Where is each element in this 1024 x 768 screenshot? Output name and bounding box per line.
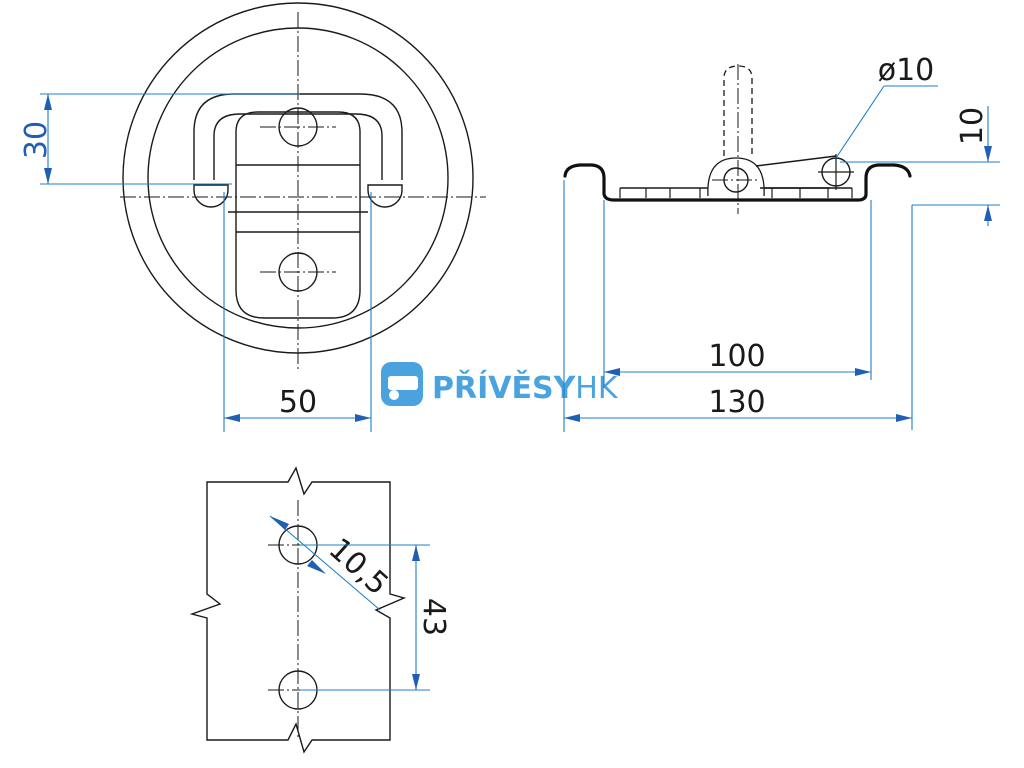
arrowhead — [224, 414, 240, 422]
dimension-label-10: 10 — [955, 107, 990, 145]
arrowhead — [896, 414, 912, 422]
bracket-plate — [235, 111, 361, 319]
d-ring-eye-left — [193, 184, 229, 208]
dimension-43: 43 — [300, 544, 451, 691]
arrowhead — [355, 414, 371, 422]
arrowhead — [270, 516, 289, 530]
panel-section-outline — [189, 466, 407, 754]
dimension-label-50: 50 — [279, 385, 317, 420]
trailer-icon-body — [388, 376, 418, 390]
logo-text: PŘÍVĚSYHK — [432, 370, 619, 406]
arrowhead — [412, 674, 420, 690]
arrowhead — [855, 368, 871, 376]
dimension-10: 10 — [840, 106, 1000, 430]
arrowhead — [984, 205, 992, 221]
arrowhead — [564, 414, 580, 422]
arrowhead — [44, 168, 52, 184]
dimension-130: 130 — [563, 180, 912, 432]
hinge-knuckle — [707, 157, 765, 197]
dimension-label-30: 30 — [19, 121, 54, 159]
dimension-10-5: 10,5 — [269, 515, 395, 611]
trailer-icon-wheel — [389, 390, 399, 400]
arrowhead — [984, 146, 992, 162]
ring-arm-upper — [755, 155, 837, 167]
pan-profile — [563, 163, 912, 202]
leader-line — [835, 85, 885, 159]
d-ring-eye-right — [367, 184, 403, 208]
dimension-label-100: 100 — [708, 339, 765, 374]
top-view — [120, 2, 486, 370]
dimension-label-130: 130 — [708, 385, 765, 420]
dimension-50: 50 — [223, 192, 372, 432]
brand-logo: PŘÍVĚSYHK — [381, 362, 619, 406]
ring-raised-hidden — [723, 65, 753, 156]
arrowhead — [307, 560, 326, 574]
dimension-100: 100 — [603, 200, 872, 388]
arrowhead — [412, 545, 420, 561]
leader-line — [269, 515, 381, 611]
arrowhead — [604, 368, 620, 376]
side-view — [563, 64, 912, 214]
arrowhead — [44, 94, 52, 110]
dimension-30: 30 — [19, 93, 300, 185]
dimension-label-o10: ø10 — [878, 53, 935, 88]
dimension-label-43: 43 — [416, 598, 451, 636]
hole-pattern-view — [189, 466, 407, 754]
dimension-o10: ø10 — [835, 53, 938, 159]
